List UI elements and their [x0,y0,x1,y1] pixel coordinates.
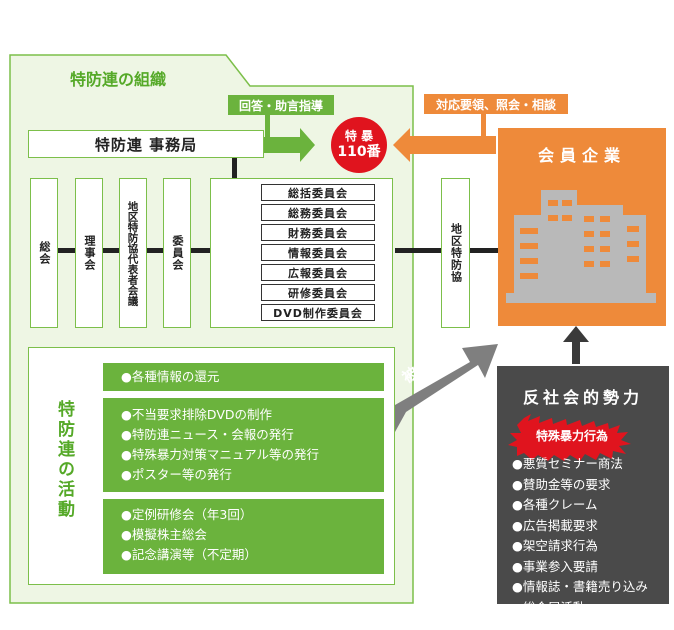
antisocial-list: ●悪質セミナー商法 ●賛助金等の要求 ●各種クレーム ●広告掲載要求 ●架空請求… [512,454,667,618]
consult-arrow-stem [481,112,486,138]
activity-group-training: ●定例研修会（年3回） ●模擬株主総会 ●記念講演等（不定期） [103,499,384,574]
reply-arrow-stem [265,113,270,139]
activity-item: ●特防連ニュース・会報の発行 [121,427,294,442]
antisocial-item: ●悪質セミナー商法 [512,456,623,471]
committee-item: 総括委員会 [261,184,375,201]
activity-item: ●不当要求排除DVDの制作 [121,407,272,422]
committee-item: 総務委員会 [261,204,375,221]
connector-line [470,248,498,253]
antisocial-item: ●賛助金等の要求 [512,476,611,492]
activity-item: ●定例研修会（年3回） [121,507,253,522]
hotline-circle [331,117,387,173]
consult-arrow [393,128,496,162]
committee-item: 広報委員会 [261,264,375,281]
iinkai-box: 委員会 [163,178,191,328]
activity-item: ●各種情報の還元 [121,369,220,384]
antisocial-box [497,366,669,604]
activities-title: 特防連の活動 [54,400,74,520]
antisocial-item: ●事業参入要請 [512,558,598,574]
activity-item: ●特殊暴力対策マニュアル等の発行 [121,447,320,462]
activity-group-publish: ●不当要求排除DVDの制作 ●特防連ニュース・会報の発行 ●特殊暴力対策マニュア… [103,398,384,492]
reply-arrow [263,128,315,162]
connector-line [395,248,443,253]
office-box: 特防連 事務局 [28,130,264,158]
member-title: 会員企業 [537,146,626,165]
hotline-line1: 特 暴 [344,129,374,143]
activity-item: ●模擬株主総会 [121,527,207,542]
antisocial-item: ●架空請求行為 [512,538,598,553]
reply-tag: 回答・助言指導 [228,95,334,115]
connector-line [56,248,76,253]
activity-item: ●記念講演等（不定期） [121,547,257,562]
antisocial-item: ●総会屋活動 [512,599,586,615]
org-title: 特防連の組織 [70,70,167,89]
rijikai-box: 理事会 [75,178,103,328]
committee-item: 研修委員会 [261,284,375,301]
connector-line [190,248,212,253]
building-windows [520,200,639,279]
up-arrow [563,326,589,364]
hotline-line2: 110番 [337,144,381,160]
chiku-tokubo-box: 地区特防協 [441,178,470,328]
consult-tag: 対応要領、照会・相談 [424,94,568,114]
committee-item: 情報委員会 [261,244,375,261]
antisocial-title: 反社会的勢力 [522,388,643,407]
chiku-rep-box: 地区特防協代表者会議 [119,178,147,328]
activity-group-info: ●各種情報の還元 [103,363,384,391]
connector-line [145,248,165,253]
connector-line [232,156,237,180]
antisocial-item: ●広告掲載要求 [512,517,598,533]
antisocial-item: ●各種クレーム [512,497,598,512]
antisocial-item: ●情報誌・書籍売り込み [512,579,648,594]
badge-burst [508,414,631,461]
hotline-label: 特 暴 110番 [331,128,387,160]
connector-line [101,248,121,253]
committee-item: 財務委員会 [261,224,375,241]
sokai-box: 総会 [30,178,58,328]
antisocial-badge: 特殊暴力行為 [535,429,608,443]
activity-item: ●ポスター等の発行 [121,467,232,482]
committee-item: DVD制作委員会 [261,304,375,321]
protect-arrow [395,344,498,432]
